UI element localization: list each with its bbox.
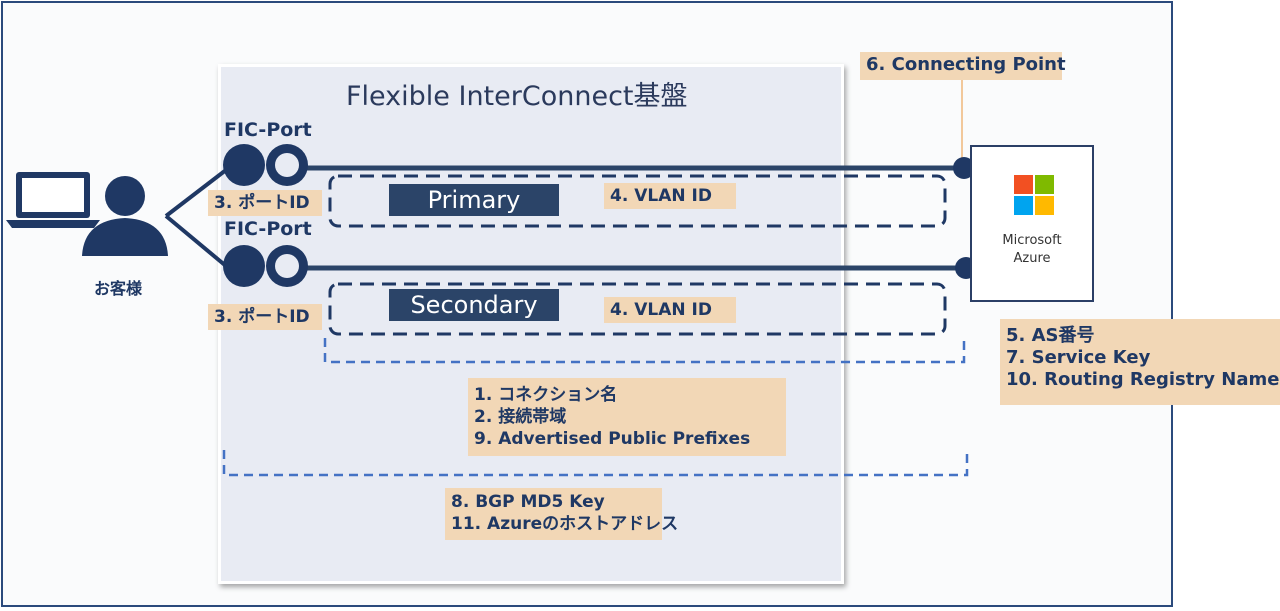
fic-port-icon-1 [223, 144, 308, 186]
connection-param-name: 1. コネクション名 [474, 385, 618, 405]
person-icon [82, 176, 168, 256]
fic-port-label-1: FIC-Port [224, 119, 312, 141]
microsoft-azure-box: Microsoft Azure [970, 145, 1094, 302]
primary-link-label: Primary [389, 184, 559, 216]
customer-link-top [164, 168, 228, 218]
laptop-icon [6, 172, 100, 228]
ms-logo-red-icon [1014, 175, 1033, 194]
connection-params-tag: 1. コネクション名 2. 接続帯域 9. Advertised Public … [468, 378, 786, 456]
primary-vlan-box [328, 174, 947, 228]
secondary-vlan-tag: 4. VLAN ID [604, 297, 736, 323]
azure-params-tag: 5. AS番号 7. Service Key 10. Routing Regis… [1000, 319, 1280, 405]
primary-vlan-tag: 4. VLAN ID [604, 183, 736, 209]
fic-port-icon-2 [223, 245, 308, 287]
customer-label: お客様 [94, 279, 143, 298]
bgp-dashed-group [222, 448, 969, 477]
azure-line2: Azure [1013, 251, 1051, 266]
ms-logo-yellow-icon [1035, 196, 1054, 215]
fic-platform-title: Flexible InterConnect基盤 [346, 81, 688, 112]
bgp-params-tag: 8. BGP MD5 Key 11. Azureのホストアドレス [445, 488, 679, 540]
azure-param-service-key: 7. Service Key [1006, 347, 1151, 368]
connecting-point-tag: 6. Connecting Point [860, 52, 1066, 80]
connection-param-bandwidth: 2. 接続帯域 [474, 407, 567, 427]
azure-param-as: 5. AS番号 [1006, 325, 1095, 346]
secondary-vlan-box [328, 282, 947, 336]
bgp-param-md5: 8. BGP MD5 Key [451, 492, 605, 512]
bgp-param-host-address: 11. Azureのホストアドレス [451, 514, 679, 534]
secondary-link-label: Secondary [389, 289, 559, 321]
port-id-tag-1: 3. ポートID [208, 190, 322, 216]
port-id-tag-2: 3. ポートID [208, 304, 322, 330]
primary-endpoint [953, 157, 975, 179]
azure-param-routing-registry: 10. Routing Registry Name [1006, 369, 1280, 390]
customer-link-bottom [164, 214, 228, 268]
ms-logo-green-icon [1035, 175, 1054, 194]
connection-dashed-group [323, 335, 966, 364]
azure-line1: Microsoft [1002, 233, 1062, 248]
connection-param-prefixes: 9. Advertised Public Prefixes [474, 429, 751, 449]
fic-port-label-2: FIC-Port [224, 218, 312, 240]
ms-logo-blue-icon [1014, 196, 1033, 215]
